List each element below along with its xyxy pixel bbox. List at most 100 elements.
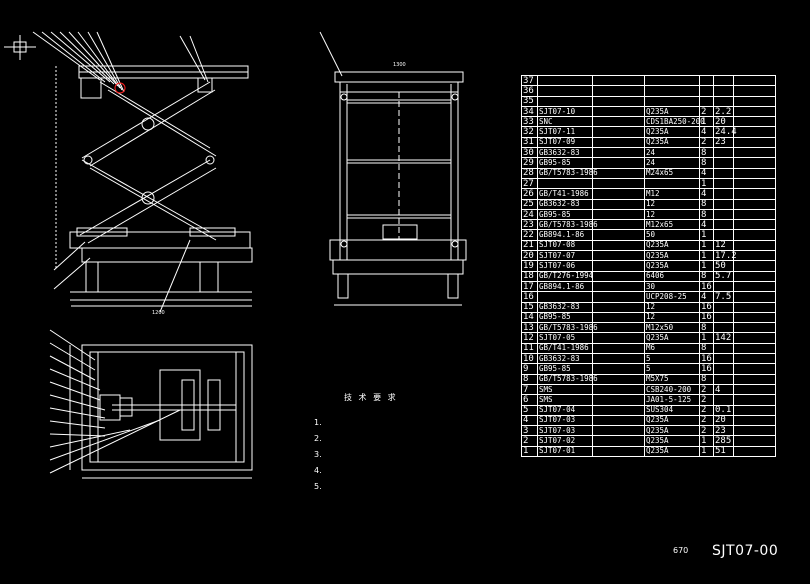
bom-row: 35 [521, 95, 776, 107]
bom-cell-code: SJT07-04 [537, 404, 593, 416]
bom-cell-qty: 2 [699, 414, 714, 427]
bom-cell-no: 11 [521, 342, 538, 355]
bom-cell-wt [713, 219, 734, 231]
bom-cell-spec: 12 [644, 198, 700, 210]
bom-cell-wt: 2.2 [713, 105, 734, 118]
bom-cell-code: SJT07-10 [537, 105, 593, 118]
bom-cell-wt [713, 74, 734, 87]
bom-cell-spec: M12x50 [644, 322, 700, 334]
bom-cell-no: 32 [521, 126, 538, 138]
bom-cell-qty: 8 [699, 147, 714, 159]
bom-cell-name [592, 435, 645, 447]
bom-cell-wt [713, 322, 734, 334]
bom-cell-wt: 20 [713, 116, 734, 128]
bom-cell-name [592, 332, 645, 344]
bom-cell-spec: 30 [644, 280, 700, 293]
bom-cell-wt: 7.5 [713, 291, 734, 303]
front-elevation-view [319, 31, 467, 306]
bom-cell-qty: 8 [699, 373, 714, 385]
bom-cell-spec [644, 177, 700, 190]
bom-cell-spec: Q235A [644, 136, 700, 149]
bom-cell-qty: 1 [699, 260, 714, 272]
bom-cell-code: SJT07-07 [537, 250, 593, 262]
bom-cell-note [733, 414, 776, 427]
bom-cell-spec: SUS304 [644, 404, 700, 416]
bom-cell-name [592, 445, 645, 457]
bom-cell-note [733, 95, 776, 107]
bom-cell-code: GB/T41-1986 [537, 342, 593, 355]
scale-label: 670 [673, 546, 689, 555]
bom-cell-code [537, 95, 593, 107]
bom-cell-no: 7 [521, 383, 538, 396]
bom-cell-no: 4 [521, 414, 538, 427]
bom-cell-spec: Q235A [644, 425, 700, 437]
bom-cell-name [592, 157, 645, 169]
bom-cell-no: 8 [521, 373, 538, 385]
bom-cell-qty: 2 [699, 394, 714, 406]
bom-cell-wt [713, 85, 734, 97]
bom-cell-no: 2 [521, 435, 538, 447]
bom-cell-code: GB3632-83 [537, 301, 593, 313]
bom-cell-no: 15 [521, 301, 538, 313]
bom-cell-spec: 50 [644, 229, 700, 241]
bom-cell-wt [713, 167, 734, 179]
bom-cell-note [733, 147, 776, 159]
requirement-line: 1. [314, 418, 322, 427]
bom-cell-no: 31 [521, 136, 538, 149]
bom-cell-no: 34 [521, 105, 538, 118]
bom-cell-spec: Q235A [644, 332, 700, 344]
bom-cell-code: GB/T5783-1986 [537, 322, 598, 334]
bom-cell-wt: 50 [713, 260, 734, 272]
bom-cell-wt: 17.2 [713, 250, 737, 262]
bom-cell-qty: 1 [699, 229, 714, 241]
bom-cell-no: 37 [521, 74, 538, 87]
bom-cell-spec: 24 [644, 157, 700, 169]
bom-cell-name [592, 342, 645, 355]
bom-cell-note [733, 188, 776, 200]
bom-cell-no: 23 [521, 219, 538, 231]
bom-cell-code: GB95-85 [537, 363, 593, 375]
bom-cell-note [733, 105, 776, 118]
bom-cell-qty: 8 [699, 208, 714, 221]
bom-cell-no: 3 [521, 425, 538, 437]
bom-cell-spec: 12 [644, 301, 700, 313]
bom-cell-no: 5 [521, 404, 538, 416]
bom-cell-note [733, 445, 776, 457]
bom-cell-note [733, 270, 776, 282]
bom-cell-wt [713, 301, 734, 313]
bom-cell-name [592, 74, 645, 87]
bom-cell-code: SMS [537, 394, 593, 406]
bom-cell-no: 30 [521, 147, 538, 159]
bom-cell-no: 10 [521, 353, 538, 365]
bom-cell-spec: 6406 [644, 270, 700, 282]
bom-cell-name [592, 188, 645, 200]
plan-view [49, 329, 253, 479]
bom-cell-spec: 12 [644, 311, 700, 324]
bom-cell-qty: 1 [699, 435, 714, 447]
bom-cell-code [537, 85, 593, 97]
bom-cell-qty: 16 [699, 363, 714, 375]
bom-cell-note [733, 404, 776, 416]
bom-cell-code: SJT07-03 [537, 414, 593, 427]
bom-cell-name [592, 126, 645, 138]
bom-row: 36 [521, 85, 776, 97]
bom-cell-code [537, 177, 593, 190]
bom-cell-code: SJT07-08 [537, 239, 593, 252]
bom-cell-code: GB894.1-86 [537, 229, 593, 241]
bom-cell-no: 1 [521, 445, 538, 457]
bom-cell-code: GB/T41-1986 [537, 188, 593, 200]
bom-cell-wt [713, 229, 734, 241]
